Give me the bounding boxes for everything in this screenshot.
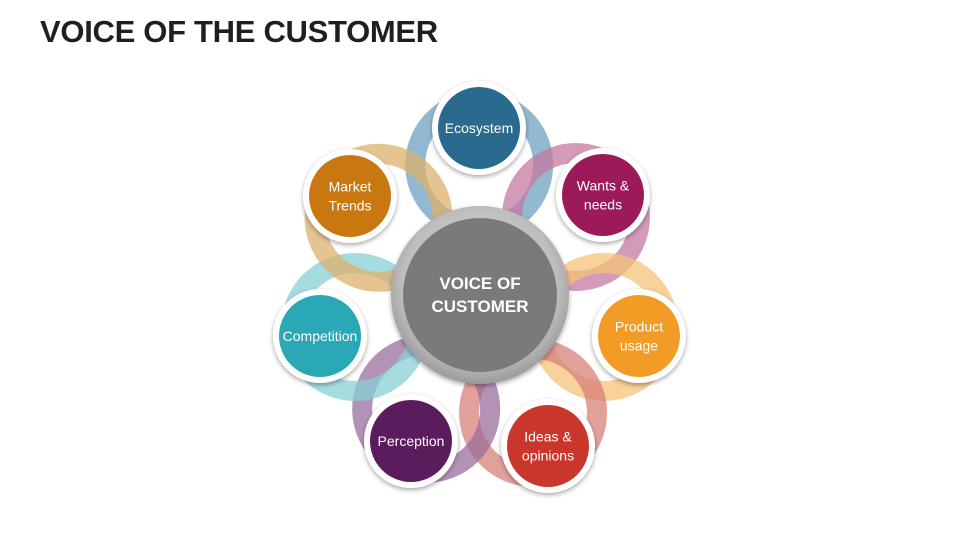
node-label: Ideas &opinions	[522, 429, 574, 464]
node-label: Perception	[378, 433, 445, 449]
page-title: VOICE OF THE CUSTOMER	[40, 14, 438, 49]
node-competition: Competition	[273, 289, 367, 383]
node-ecosystem: Ecosystem	[432, 81, 526, 175]
center-circle	[403, 218, 557, 372]
node-circle	[562, 154, 644, 236]
node-circle	[279, 295, 361, 377]
node-label: Ecosystem	[445, 120, 513, 136]
node-circle	[507, 405, 589, 487]
node-label: Competition	[283, 328, 358, 344]
node-wants-needs: Wants &needs	[556, 148, 650, 242]
node-ideas: Ideas &opinions	[501, 399, 595, 493]
node-label: Wants &needs	[577, 178, 630, 213]
node-circle	[309, 155, 391, 237]
node-perception: Perception	[364, 394, 458, 488]
node-circle	[598, 295, 680, 377]
node-circle	[438, 87, 520, 169]
node-circle	[370, 400, 452, 482]
